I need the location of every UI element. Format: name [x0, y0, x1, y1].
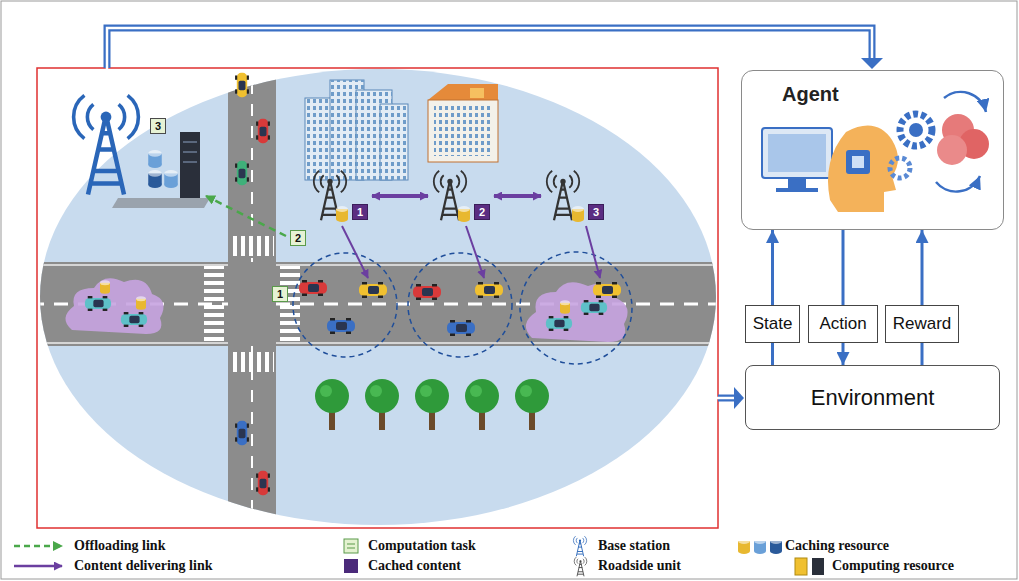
- legend-text: Content delivering link: [74, 557, 212, 574]
- node-label: State: [753, 314, 793, 334]
- flow-arrow: [921, 343, 924, 365]
- legend-text: Base station: [598, 537, 670, 554]
- callout-number: 2: [474, 204, 490, 220]
- callout-number: 2: [290, 230, 306, 246]
- legend-text: Offloading link: [74, 537, 165, 554]
- node-label: Action: [819, 314, 866, 334]
- legend-text: Computation task: [368, 537, 476, 554]
- flow-arrow: [771, 343, 774, 365]
- callout-number: 3: [150, 118, 166, 134]
- callout-number: 1: [272, 286, 288, 302]
- legend-text: Caching resource: [785, 537, 889, 554]
- state-box: State: [745, 305, 800, 343]
- node-label: Agent: [782, 83, 1003, 106]
- flow-arrow: [842, 343, 845, 365]
- action-box: Action: [808, 305, 878, 343]
- node-label: Environment: [811, 385, 935, 411]
- environment-box: Environment: [745, 365, 1000, 430]
- agent-box: Agent: [741, 70, 1004, 230]
- callout-number: 3: [588, 204, 604, 220]
- legend-text: Computing resource: [832, 557, 954, 574]
- reward-box: Reward: [885, 305, 959, 343]
- flow-arrow: [842, 230, 845, 305]
- callout-number: 1: [352, 204, 368, 220]
- flow-arrow: [771, 230, 774, 305]
- legend-text: Cached content: [368, 557, 461, 574]
- legend-text: Roadside unit: [598, 557, 681, 574]
- legend-swatch: [344, 559, 358, 573]
- flow-arrow: [921, 230, 924, 305]
- node-label: Reward: [893, 314, 952, 334]
